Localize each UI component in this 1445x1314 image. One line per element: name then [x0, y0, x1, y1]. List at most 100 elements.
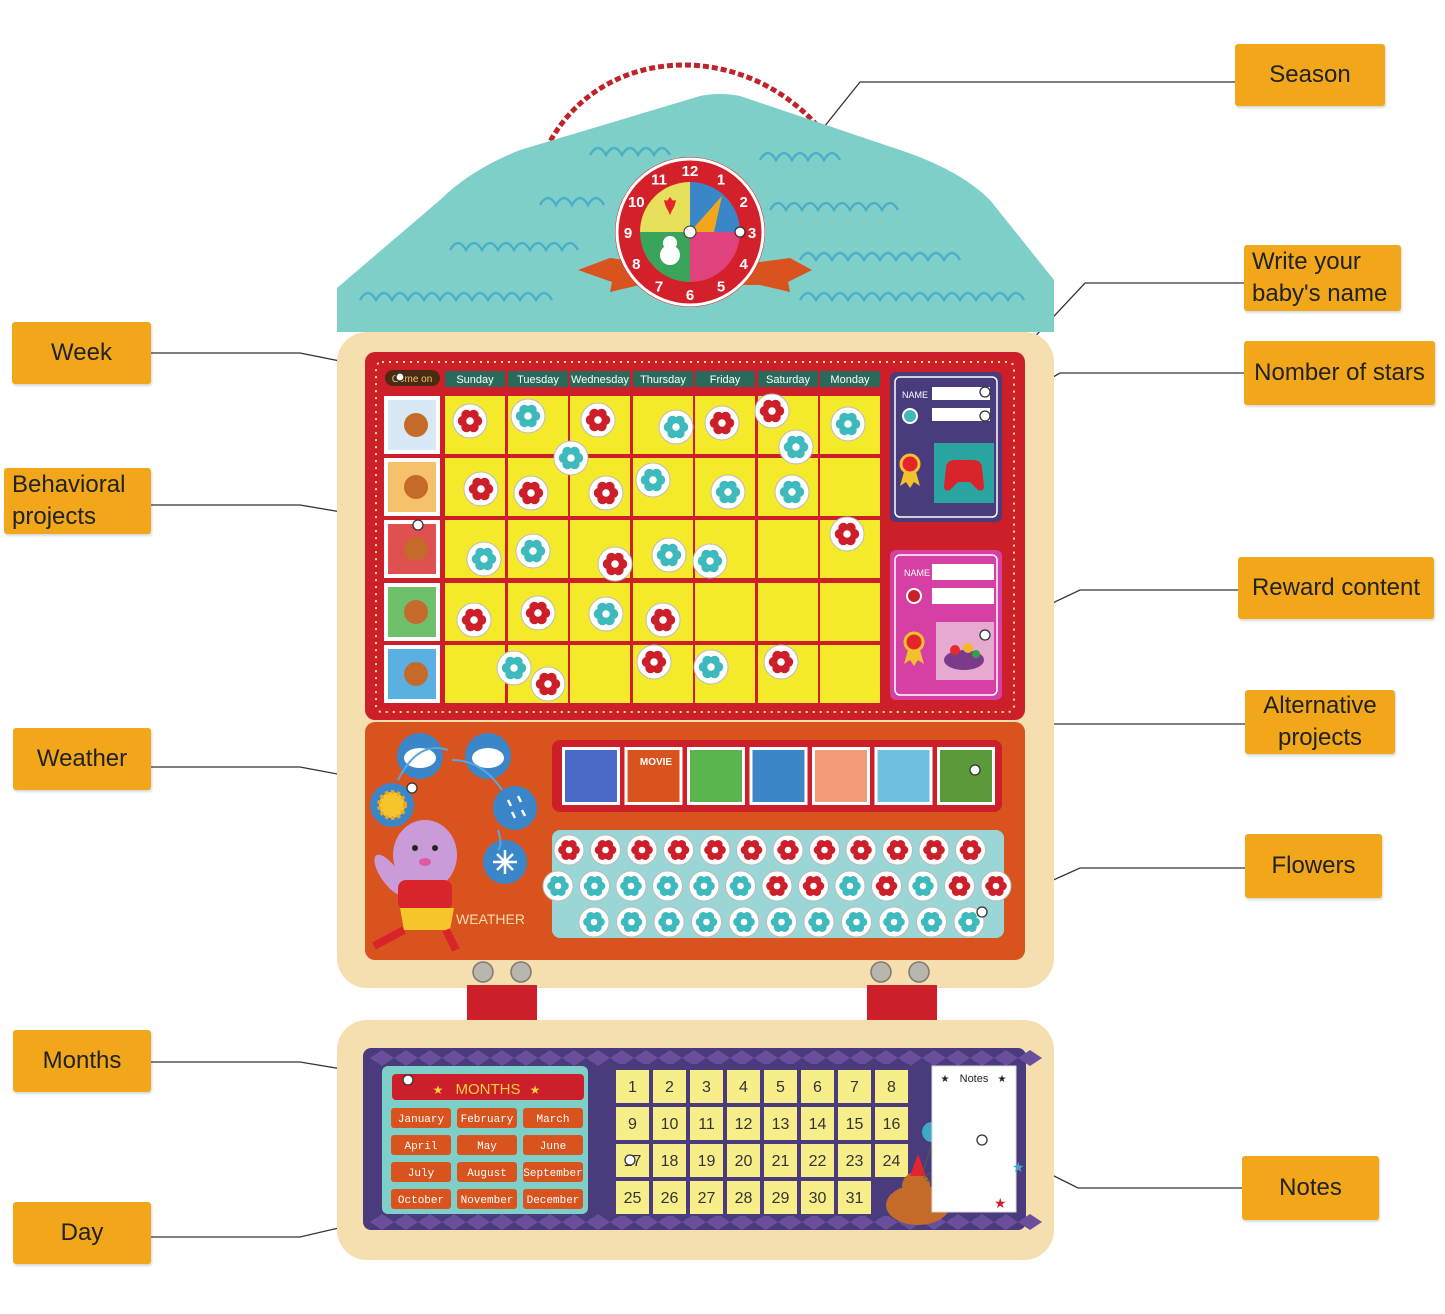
- chart-flower[interactable]: [636, 644, 672, 680]
- day-cell[interactable]: 5: [764, 1070, 797, 1103]
- chart-flower[interactable]: [830, 406, 866, 442]
- storage-flower[interactable]: [834, 870, 866, 902]
- month-cell[interactable]: June: [523, 1135, 583, 1155]
- chart-cell[interactable]: [695, 583, 755, 641]
- storage-flower[interactable]: [907, 870, 939, 902]
- day-cell[interactable]: 8: [875, 1070, 908, 1103]
- day-cell[interactable]: 19: [690, 1144, 723, 1177]
- storage-flower[interactable]: [653, 906, 685, 938]
- chart-flower[interactable]: [778, 429, 814, 465]
- storage-flower[interactable]: [725, 870, 756, 902]
- day-cell[interactable]: 10: [653, 1107, 686, 1140]
- chart-cell[interactable]: [758, 520, 818, 578]
- chart-flower[interactable]: [515, 533, 551, 569]
- day-cell[interactable]: 2: [653, 1070, 686, 1103]
- chart-flower[interactable]: [452, 403, 488, 439]
- day-cell[interactable]: 26: [653, 1181, 686, 1214]
- day-cell[interactable]: 1: [616, 1070, 649, 1103]
- day-cell[interactable]: 24: [875, 1144, 908, 1177]
- chart-cell[interactable]: [820, 583, 880, 641]
- chart-cell[interactable]: [758, 583, 818, 641]
- day-cell[interactable]: 30: [801, 1181, 834, 1214]
- day-cell[interactable]: 11: [690, 1107, 723, 1140]
- day-cell[interactable]: 15: [838, 1107, 871, 1140]
- day-cell[interactable]: 25: [616, 1181, 649, 1214]
- month-cell[interactable]: February: [457, 1108, 517, 1128]
- day-cell[interactable]: 22: [801, 1144, 834, 1177]
- chart-flower[interactable]: [754, 393, 790, 429]
- chart-flower[interactable]: [530, 666, 566, 702]
- alternative-project[interactable]: [624, 747, 683, 805]
- chart-cell[interactable]: [445, 645, 505, 703]
- storage-flower[interactable]: [772, 834, 804, 866]
- storage-flower[interactable]: [882, 834, 913, 866]
- storage-flower[interactable]: [688, 870, 720, 902]
- storage-flower[interactable]: [809, 834, 840, 866]
- day-cell[interactable]: 27: [690, 1181, 723, 1214]
- storage-flower[interactable]: [955, 834, 986, 866]
- month-cell[interactable]: December: [523, 1189, 583, 1209]
- chart-flower[interactable]: [829, 516, 865, 552]
- chart-cell[interactable]: [570, 645, 630, 703]
- storage-flower[interactable]: [798, 870, 829, 902]
- storage-flower[interactable]: [553, 834, 585, 866]
- chart-flower[interactable]: [692, 543, 728, 579]
- day-cell[interactable]: 7: [838, 1070, 871, 1103]
- day-cell[interactable]: 28: [727, 1181, 760, 1214]
- chart-flower[interactable]: [520, 595, 556, 631]
- storage-flower[interactable]: [590, 834, 621, 866]
- day-cell[interactable]: 21: [764, 1144, 797, 1177]
- day-cell[interactable]: 13: [764, 1107, 797, 1140]
- storage-flower[interactable]: [953, 906, 985, 938]
- month-cell[interactable]: August: [457, 1162, 517, 1182]
- day-cell[interactable]: 12: [727, 1107, 760, 1140]
- storage-flower[interactable]: [728, 906, 760, 938]
- day-cell[interactable]: 14: [801, 1107, 834, 1140]
- chart-flower[interactable]: [466, 541, 502, 577]
- alternative-project[interactable]: [749, 747, 808, 805]
- day-cell[interactable]: 16: [875, 1107, 908, 1140]
- day-cell[interactable]: 18: [653, 1144, 686, 1177]
- storage-flower[interactable]: [761, 870, 793, 902]
- storage-flower[interactable]: [626, 834, 658, 866]
- storage-flower[interactable]: [871, 870, 902, 902]
- chart-flower[interactable]: [588, 596, 624, 632]
- month-cell[interactable]: March: [523, 1108, 583, 1128]
- alternative-project[interactable]: [687, 747, 745, 805]
- storage-flower[interactable]: [615, 870, 647, 902]
- chart-flower[interactable]: [635, 462, 671, 498]
- chart-flower[interactable]: [588, 475, 624, 511]
- storage-flower[interactable]: [845, 834, 877, 866]
- month-cell[interactable]: October: [391, 1189, 451, 1209]
- chart-flower[interactable]: [710, 474, 746, 510]
- month-cell[interactable]: July: [391, 1162, 451, 1182]
- chart-flower[interactable]: [763, 644, 799, 680]
- chart-flower[interactable]: [651, 537, 687, 573]
- day-cell[interactable]: 9: [616, 1107, 649, 1140]
- chart-flower[interactable]: [463, 471, 499, 507]
- storage-flower[interactable]: [579, 870, 610, 902]
- storage-flower[interactable]: [699, 834, 731, 866]
- storage-flower[interactable]: [803, 906, 835, 938]
- month-cell[interactable]: January: [391, 1108, 451, 1128]
- chart-flower[interactable]: [597, 546, 633, 582]
- storage-flower[interactable]: [542, 870, 574, 902]
- day-cell[interactable]: 3: [690, 1070, 723, 1103]
- storage-flower[interactable]: [841, 906, 872, 938]
- storage-flower[interactable]: [944, 870, 975, 902]
- chart-flower[interactable]: [704, 405, 740, 441]
- storage-flower[interactable]: [916, 906, 947, 938]
- storage-flower[interactable]: [691, 906, 722, 938]
- chart-flower[interactable]: [496, 650, 532, 686]
- chart-flower[interactable]: [645, 602, 681, 638]
- chart-flower[interactable]: [553, 440, 589, 476]
- day-cell[interactable]: 6: [801, 1070, 834, 1103]
- chart-cell[interactable]: [820, 645, 880, 703]
- storage-flower[interactable]: [578, 906, 610, 938]
- storage-flower[interactable]: [918, 834, 950, 866]
- chart-flower[interactable]: [774, 474, 810, 510]
- month-cell[interactable]: September: [523, 1162, 583, 1182]
- day-cell[interactable]: 4: [727, 1070, 760, 1103]
- alternative-project[interactable]: [937, 747, 995, 805]
- storage-flower[interactable]: [663, 834, 694, 866]
